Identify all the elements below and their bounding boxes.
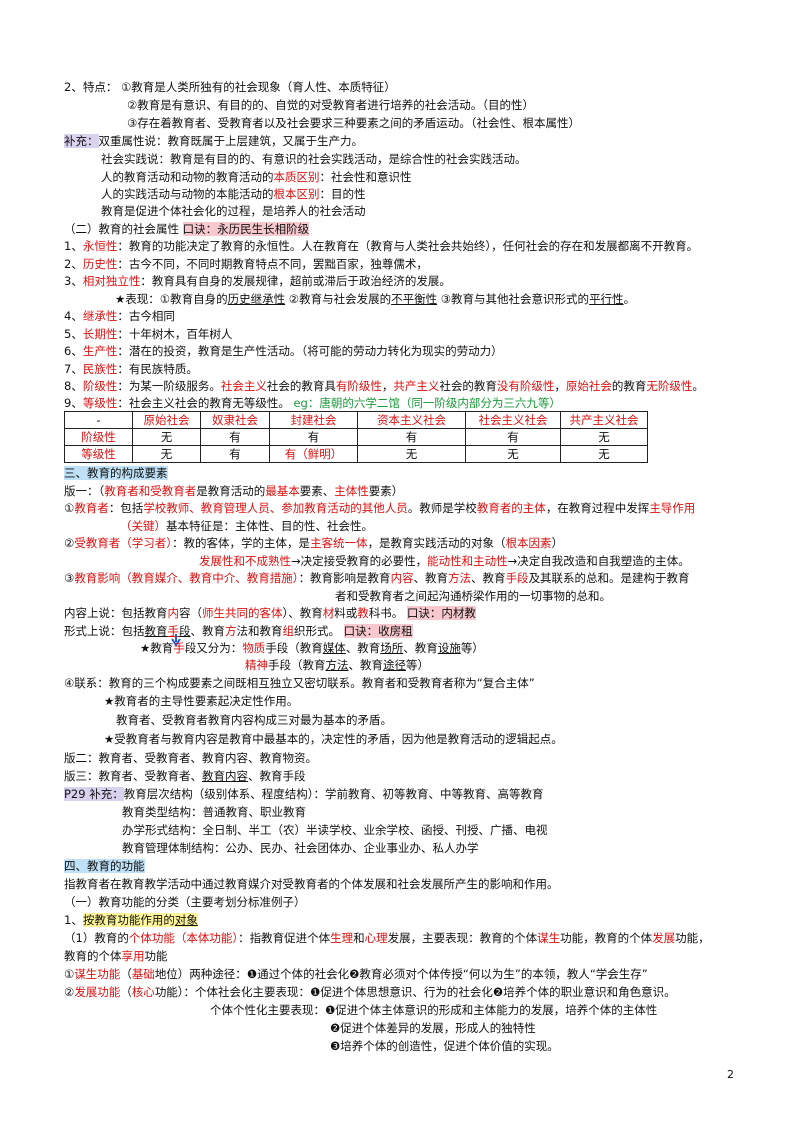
text-line: ④联系：教育的三个构成要素之间既相互独立又密切联系。教育者和受教育者称为“复合主…	[64, 676, 535, 690]
text-line: 教育者、受教育者教育内容构成三对最为基本的矛盾。	[116, 713, 392, 727]
text-line: 2、特点： ①教育是人类所独有的社会现象（育人性、本质特征）	[64, 80, 396, 94]
table-cell: 资本主义社会	[357, 411, 466, 429]
text-line: ②发展功能（核心功能）：个体社会化主要表现：❶促进个体思想意识、行为的社会化❷培…	[64, 985, 676, 999]
text-line: ③教育影响（教育媒介、教育中介、教育措施）：教育影响是教育内容、教育方法、教育手…	[64, 571, 690, 585]
text-line: 4、继承性：古今相同	[64, 309, 175, 323]
text-line: （关键）基本特征是：主体性、目的性、社会性。	[120, 519, 373, 533]
text-line: ❷促进个体差异的发展，形成人的独特性	[330, 1021, 536, 1035]
text-line: ❸培养个体的创造性，促进个体价值的实现。	[330, 1039, 559, 1053]
text-line: 发展性和不成熟性→决定接受教育的必要性，能动性和主动性→决定自我改造和自我塑造的…	[199, 554, 690, 568]
table-cell: 无	[560, 445, 648, 463]
text-line: 精神手段（教育方法、教育途径等）	[245, 658, 429, 672]
text-line: ③存在着教育者、受教育者以及社会要求三种要素之间的矛盾运动。（社会性、根本属性）	[127, 116, 581, 130]
text-line: 个体个性化主要表现：❶促进个体主体意识的形成和主体能力的发展，培养个体的主体性	[210, 1003, 658, 1017]
table-cell: 有	[357, 428, 466, 446]
text-line: 2、历史性：古今不同，不同时期教育特点不同，罢黜百家，独尊儒术，	[64, 257, 428, 271]
down-arrow-icon	[171, 634, 181, 646]
section-heading: 四、教育的功能	[64, 859, 145, 873]
table-cell: 有	[465, 428, 561, 446]
text-line: 1、按教育功能作用的对象	[64, 913, 198, 927]
table-cell: -	[64, 411, 133, 429]
table-cell: 无	[132, 428, 201, 446]
text-line: 形式上说：包括教育手段、教育方法和教育组织形式。 口诀：收房租	[64, 624, 413, 638]
table-cell: 阶级性	[64, 428, 133, 446]
text-line: （1）教育的个体功能（本体功能）：指教育促进个体生理和心理发展，主要表现：教育的…	[64, 931, 710, 945]
table-cell: 社会主义社会	[465, 411, 561, 429]
table-cell: 无	[357, 445, 466, 463]
text-line: 版三：教育者、受教育者、教育内容、教育手段	[64, 769, 306, 783]
page-number: 2	[727, 1068, 734, 1081]
text-line: ★教育手段又分为：物质手段（教育媒体、教育场所、教育设施等）	[140, 641, 484, 655]
table-cell: 有	[269, 428, 358, 446]
table-header-row: - 原始社会 奴隶社会 封建社会 资本主义社会 社会主义社会 共产主义社会	[64, 411, 648, 429]
text-line: P29 补充：教育层次结构（级别体系、程度结构）：学前教育、初等教育、中等教育、…	[64, 787, 544, 801]
text-line: 人的实践活动与动物的本能活动的根本区别：目的性	[101, 187, 366, 201]
table-row: 等级性 无 有 有（鲜明） 无 无 无	[64, 445, 648, 463]
text-line: 办学形式结构：全日制、半工（农）半读学校、业余学校、函授、刊授、广播、电视	[122, 823, 548, 837]
table-cell: 无	[132, 445, 201, 463]
text-line: 内容上说：包括教育内容（师生共同的客体）、教育材料或教科书。 口诀：内材教	[64, 606, 476, 620]
text-line: 5、长期性：十年树木，百年树人	[64, 327, 233, 341]
text-line: ★受教育者与教育内容是教育中最基本的，决定性的矛盾，因为他是教育活动的逻辑起点。	[104, 732, 563, 746]
text-line: ②教育是有意识、有目的的、自觉的对受教育者进行培养的社会活动。（目的性）	[127, 98, 535, 112]
table-cell: 有（鲜明）	[269, 445, 358, 463]
table-cell: 原始社会	[132, 411, 201, 429]
table-cell: 封建社会	[269, 411, 358, 429]
text-line: 8、阶级性：为某一阶级服务。社会主义社会的教育具有阶级性，共产主义社会的教育没有…	[64, 379, 704, 393]
text-line: 教育的个体享用功能	[64, 949, 168, 963]
text-line: 1、永恒性：教育的功能决定了教育的永恒性。人在教育在（教育与人类社会共始终），任…	[64, 239, 699, 253]
table-cell: 无	[560, 428, 648, 446]
text-line: （一）教育功能的分类（主要考划分标准例子）	[64, 895, 306, 909]
text-line: 人的教育活动和动物的教育活动的本质区别：社会性和意识性	[101, 170, 412, 184]
society-comparison-table: - 原始社会 奴隶社会 封建社会 资本主义社会 社会主义社会 共产主义社会 阶级…	[64, 411, 648, 463]
text-line: ②受教育者（学习者）：教的客体，学的主体，是主客统一体，是教育实践活动的对象（根…	[64, 536, 564, 550]
text-line: 版一：（教育者和受教育者是教育活动的最基本要素、主体性要素）	[64, 484, 404, 498]
table-cell: 有	[200, 428, 270, 446]
text-line: ★教育者的主导性要素起决定性作用。	[104, 694, 299, 708]
text-line: 教育管理体制结构：公办、民办、社会团体办、企业事业办、私人办学	[122, 841, 479, 855]
table-cell: 共产主义社会	[560, 411, 648, 429]
text-line: 者和受教育者之间起沟通桥梁作用的一切事物的总和。	[335, 589, 611, 603]
text-line: （二）教育的社会属性 口诀：永历民生长相阶级	[64, 222, 310, 236]
table-cell: 奴隶社会	[200, 411, 270, 429]
text-line: 社会实践说：教育是有目的的、有意识的社会实践活动，是综合性的社会实践活动。	[101, 152, 527, 166]
text-line: 6、生产性：潜在的投资，教育是生产性活动。（将可能的劳动力转化为现实的劳动力）	[64, 344, 503, 358]
table-row: 阶级性 无 有 有 有 有 无	[64, 428, 648, 446]
table-cell: 等级性	[64, 445, 133, 463]
text-line: 教育类型结构：普通教育、职业教育	[122, 805, 306, 819]
text-line: ①教育者：包括学校教师、教育管理人员、参加教育活动的其他人员。教师是学校教育者的…	[64, 501, 696, 515]
table-cell: 有	[200, 445, 270, 463]
text-line: 7、民族性：有民族特质。	[64, 362, 198, 376]
text-line: 指教育者在教育教学活动中通过教育媒介对受教育者的个体发展和社会发展所产生的影响和…	[64, 877, 559, 891]
text-line: 教育是促进个体社会化的过程，是培养人的社会活动	[101, 204, 366, 218]
text-line: ★表现：①教育自身的历史继承性 ②教育与社会发展的不平衡性 ③教育与其他社会意识…	[115, 292, 636, 306]
section-heading: 三、教育的构成要素	[64, 466, 168, 480]
text-line: 3、相对独立性：教育具有自身的发展规律，超前或滞后于政治经济的发展。	[64, 274, 451, 288]
text-line: 版二：教育者、受教育者、教育内容、教育物资。	[64, 751, 317, 765]
text-line: 补充：双重属性说：教育既属于上层建筑，又属于生产力。	[64, 134, 363, 148]
text-line: 9、等级性：社会主义社会的教育无等级性。 eg：唐朝的六学二馆（同一阶级内部分为…	[64, 396, 561, 410]
table-cell: 无	[465, 445, 561, 463]
text-line: ①谋生功能（基础地位）两种途径：❶通过个体的社会化❷教育必须对个体传授“何以为生…	[64, 967, 648, 981]
